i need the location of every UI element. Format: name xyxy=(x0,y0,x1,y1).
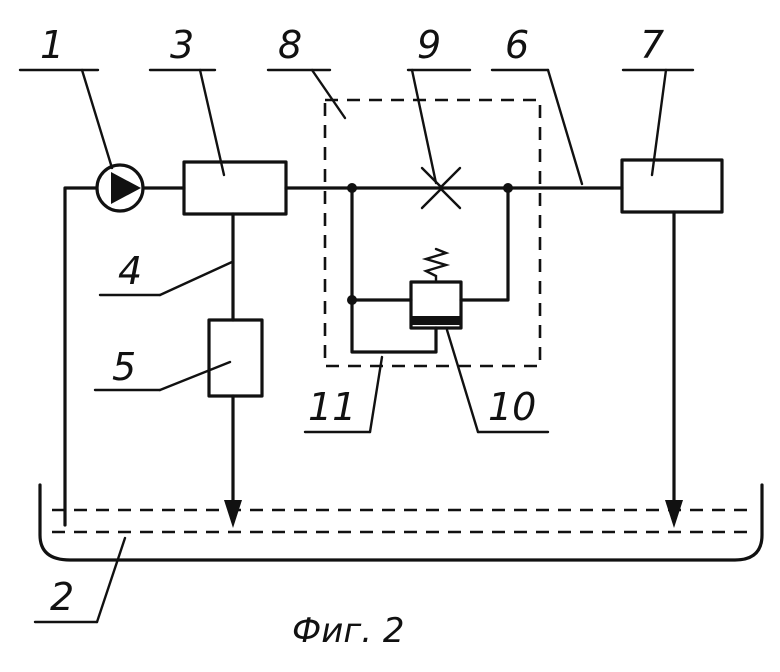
suction-line xyxy=(63,186,99,527)
label-10: 10 xyxy=(488,385,536,429)
label-5: 5 xyxy=(112,345,136,389)
pump-icon xyxy=(95,163,145,213)
throttle-icon xyxy=(420,166,462,210)
drain-line-4 xyxy=(207,212,264,528)
label-7: 7 xyxy=(640,23,664,67)
label-2: 2 xyxy=(50,575,74,619)
block-3 xyxy=(182,160,288,216)
label-9: 9 xyxy=(417,23,441,67)
leaders xyxy=(18,68,695,624)
label-1: 1 xyxy=(40,23,64,67)
label-4: 4 xyxy=(118,249,142,293)
unit-8-circuit xyxy=(347,183,513,354)
return-line-7 xyxy=(665,210,683,528)
figure-caption: Фиг. 2 xyxy=(292,611,404,651)
block-7 xyxy=(620,158,724,214)
label-3: 3 xyxy=(170,23,194,67)
label-8: 8 xyxy=(278,23,302,67)
label-11: 11 xyxy=(308,385,356,429)
tank xyxy=(38,483,764,562)
label-6: 6 xyxy=(505,23,529,67)
block-5 xyxy=(207,318,264,398)
spring-icon xyxy=(421,247,451,284)
